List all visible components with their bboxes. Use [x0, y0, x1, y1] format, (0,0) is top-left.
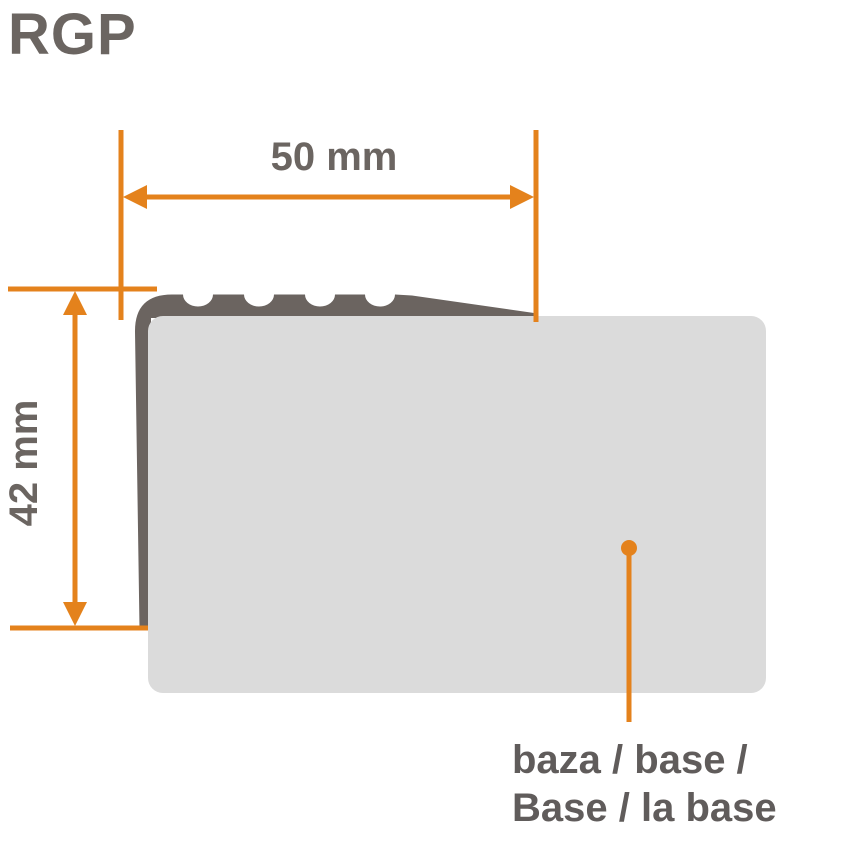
base-label-line2: Base / la base — [512, 786, 777, 830]
base-shape — [148, 316, 766, 693]
width-dimension-label: 50 mm — [271, 135, 398, 179]
width-arrowhead-left-icon — [123, 185, 147, 209]
base-callout: baza / base / Base / la base — [512, 540, 777, 830]
base-label-line1: baza / base / — [512, 738, 748, 782]
width-arrowhead-right-icon — [510, 185, 534, 209]
width-dimension: 50 mm — [118, 130, 539, 322]
height-dimension: 42 mm — [2, 286, 157, 631]
profile-cross-section — [134, 294, 766, 693]
height-dimension-label: 42 mm — [2, 400, 46, 527]
height-arrowhead-top-icon — [63, 291, 87, 315]
product-code-title: RGP — [8, 2, 137, 67]
height-arrowhead-bottom-icon — [63, 602, 87, 626]
